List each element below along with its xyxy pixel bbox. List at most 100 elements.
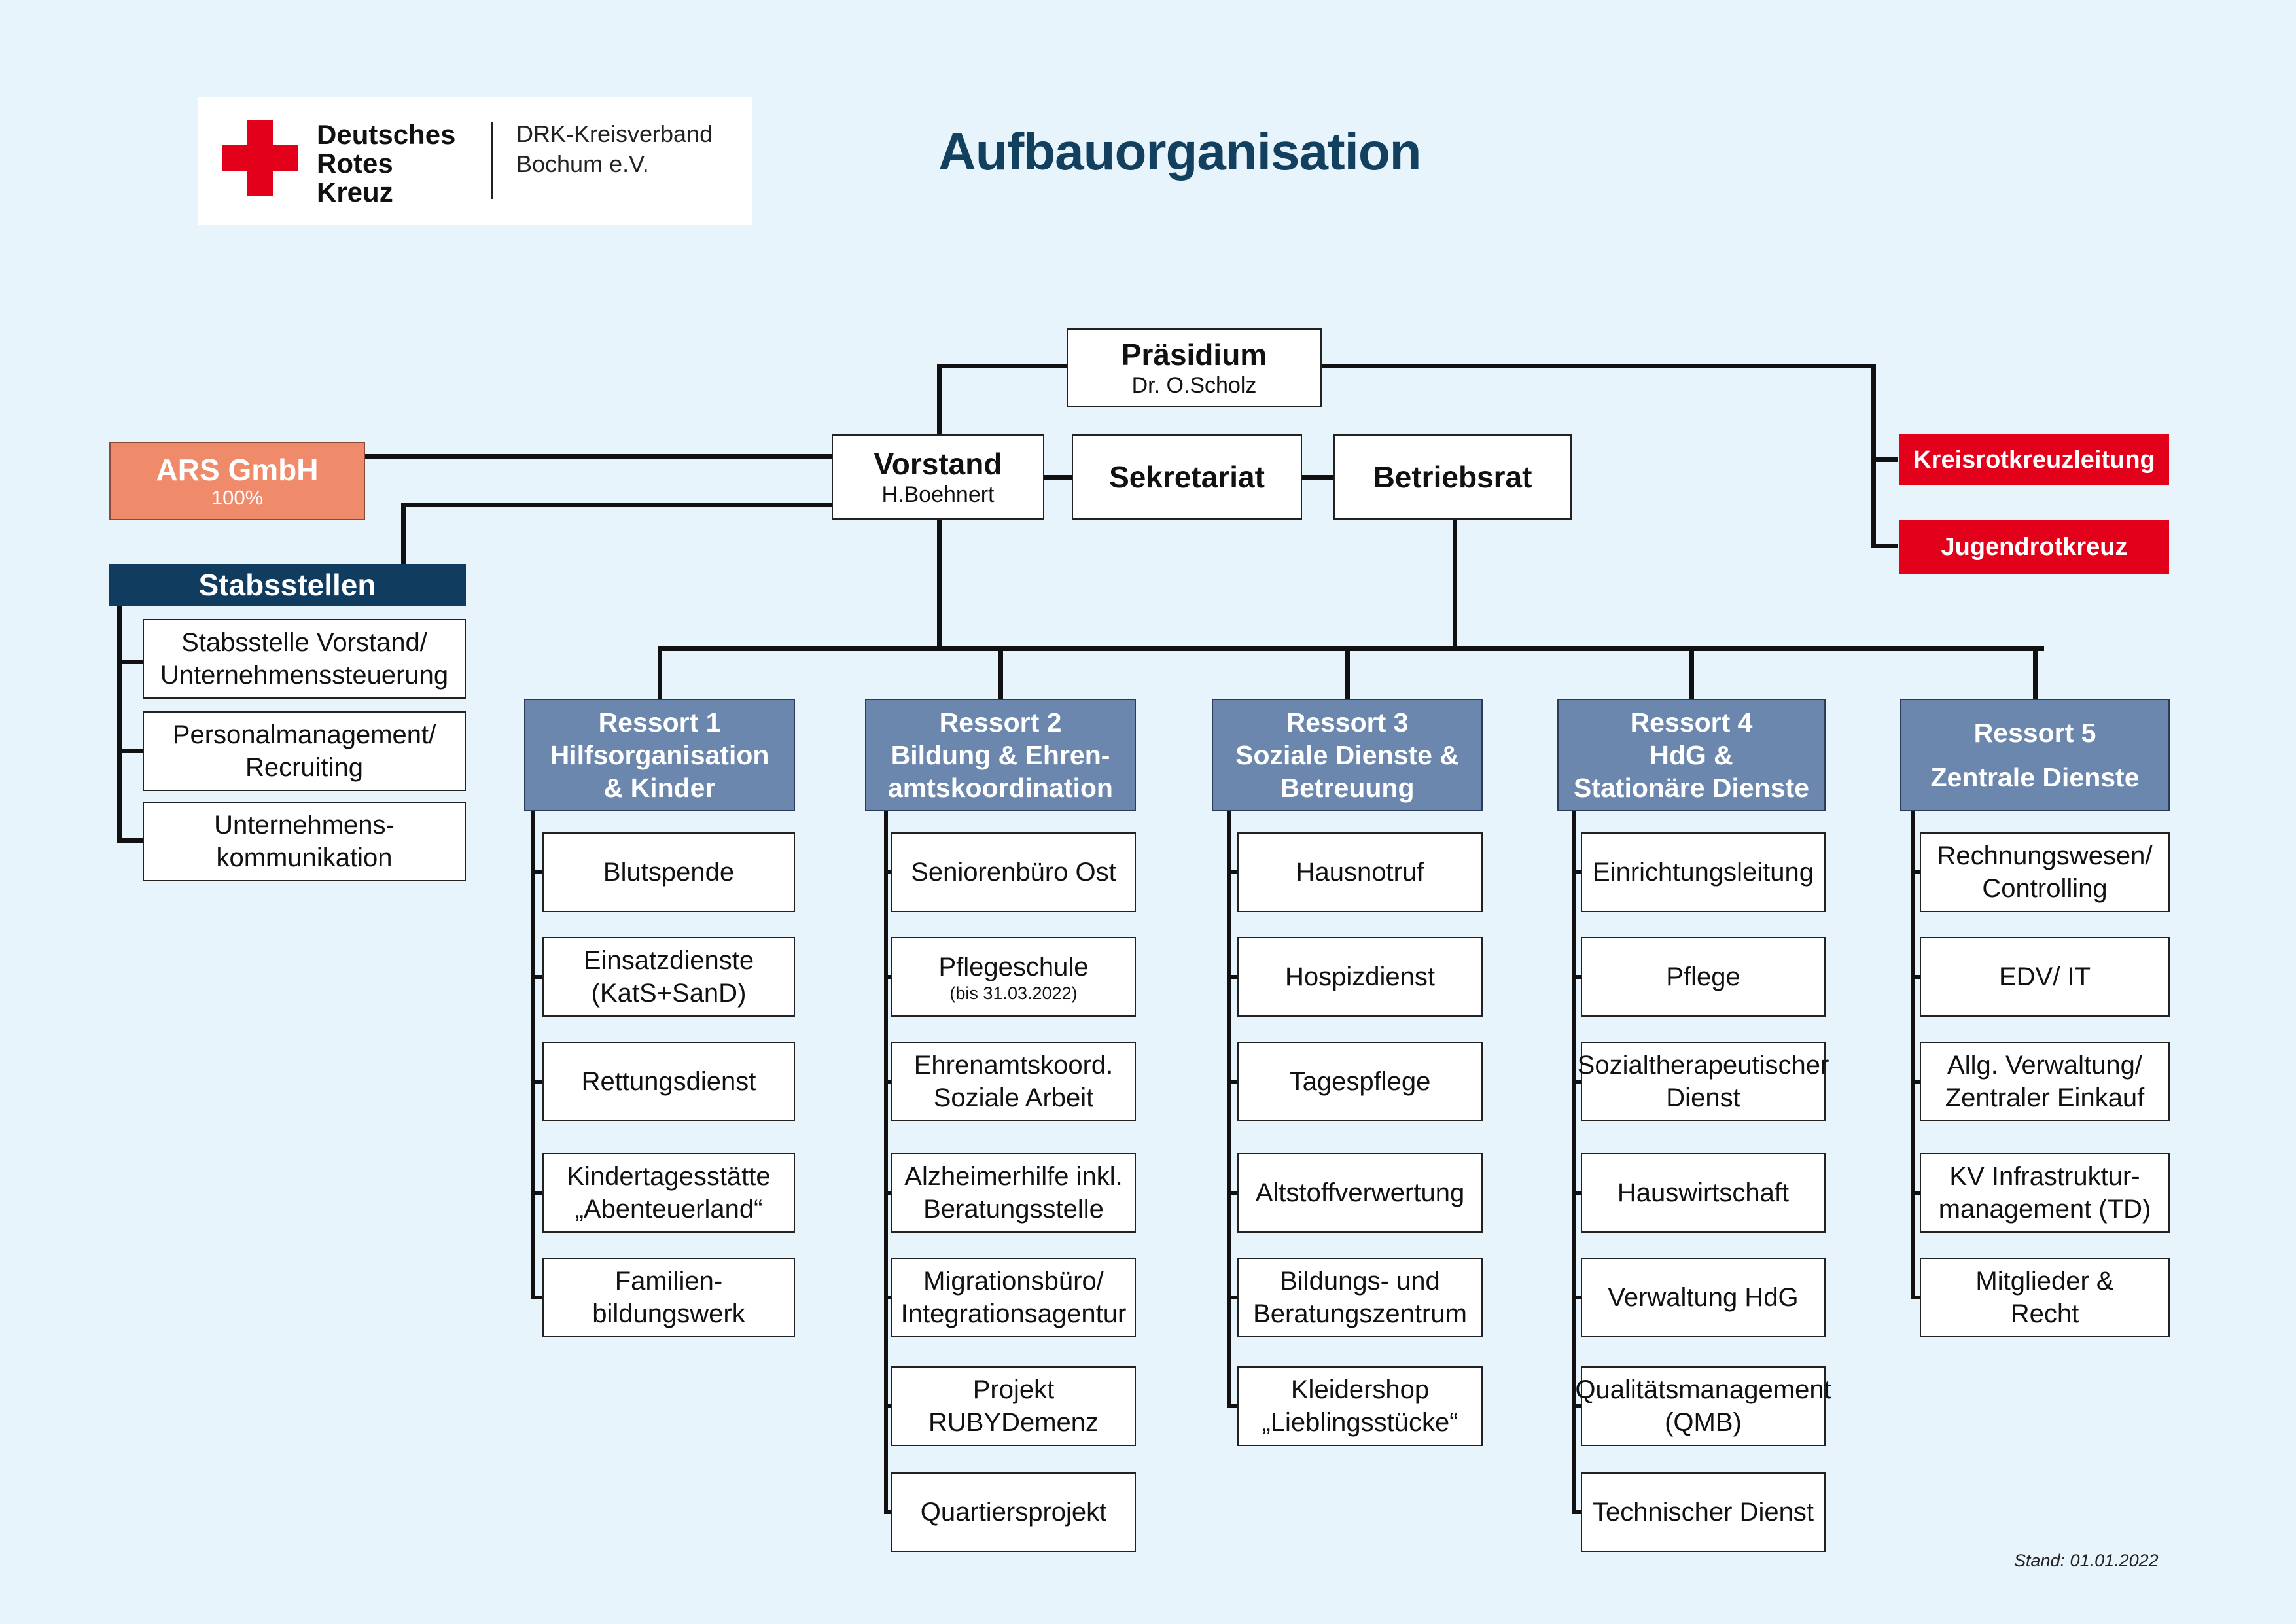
ressort-header-line: Ressort 1: [598, 707, 721, 737]
vorstand-name: H.Boehnert: [881, 482, 995, 507]
unit-box: Pflege: [1581, 937, 1826, 1017]
kreisrotkreuzleitung-label: Kreisrotkreuzleitung: [1913, 446, 2155, 474]
unit-label: Hospizdienst: [1284, 962, 1435, 991]
connector: [1871, 364, 1876, 548]
unit-box: Qualitätsmanagement(QMB): [1575, 1366, 1831, 1446]
connector: [1911, 975, 1920, 979]
ars-gmbh-box: ARS GmbH 100%: [109, 442, 365, 520]
connector: [363, 454, 834, 459]
connector: [884, 870, 891, 874]
connector: [1689, 648, 1694, 699]
unit-label: Familien-: [614, 1267, 723, 1296]
unit-label: Blutspende: [603, 858, 735, 887]
unit-box: Rettungsdienst: [542, 1042, 795, 1121]
connector: [884, 975, 891, 979]
praesidium-box: Präsidium Dr. O.Scholz: [1067, 328, 1322, 407]
connector: [1227, 975, 1237, 979]
unit-label: Mitglieder &: [1975, 1267, 2114, 1296]
connector: [1345, 648, 1350, 699]
unit-label: Rechnungswesen/: [1937, 841, 2153, 870]
stabsstelle-label-2: Recruiting: [245, 753, 364, 782]
connector: [1572, 975, 1581, 979]
unit-label-2: Beratungszentrum: [1253, 1299, 1467, 1328]
stabsstelle-label: Stabsstelle Vorstand/: [181, 628, 427, 657]
unit-box: Hausnotruf: [1237, 832, 1483, 912]
unit-label: Hausnotruf: [1296, 858, 1424, 887]
connector: [1572, 1191, 1581, 1195]
connector: [1911, 1191, 1920, 1195]
org-name: DRK-Kreisverband Bochum e.V.: [516, 120, 713, 177]
unit-label: Tagespflege: [1289, 1067, 1431, 1096]
unit-box: Familien-bildungswerk: [542, 1258, 795, 1337]
ressort-header-line: Zentrale Dienste: [1930, 762, 2140, 792]
unit-label: Pflege: [1666, 962, 1740, 991]
jugendrotkreuz-box: Jugendrotkreuz: [1899, 520, 2169, 574]
unit-label-2: bildungswerk: [592, 1299, 745, 1328]
ars-share: 100%: [211, 486, 264, 509]
unit-label: Pflegeschule: [938, 953, 1089, 981]
unit-box: Pflegeschule(bis 31.03.2022): [891, 937, 1136, 1017]
connector: [1227, 1191, 1237, 1195]
connector: [884, 811, 888, 1514]
stabsstelle-label: Personalmanagement/: [172, 720, 436, 749]
connector: [117, 749, 145, 753]
sekretariat-label: Sekretariat: [1109, 460, 1265, 494]
praesidium-name: Dr. O.Scholz: [1131, 373, 1257, 398]
connector: [1227, 1080, 1237, 1084]
unit-label: Einrichtungsleitung: [1593, 858, 1814, 887]
connector: [401, 503, 834, 507]
unit-box: Allg. Verwaltung/Zentraler Einkauf: [1920, 1042, 2170, 1121]
logo: Deutsches Rotes Kreuz DRK-Kreisverband B…: [198, 97, 752, 225]
ressort-header-line: Soziale Dienste &: [1235, 740, 1459, 770]
connector: [884, 1510, 891, 1514]
unit-label-2: Integrationsagentur: [900, 1299, 1127, 1328]
ressort-header-line: Stationäre Dienste: [1574, 773, 1809, 803]
ressort-header-line: Ressort 4: [1630, 707, 1753, 737]
connector: [884, 1080, 891, 1084]
red-cross-icon: [222, 120, 298, 196]
stand-date: Stand: 01.01.2022: [2014, 1551, 2159, 1570]
unit-box: KV Infrastruktur-management (TD): [1920, 1153, 2170, 1233]
connector: [1227, 811, 1231, 1408]
unit-label: Quartiersprojekt: [920, 1498, 1107, 1527]
connector: [531, 1191, 542, 1195]
unit-box: Rechnungswesen/Controlling: [1920, 832, 2170, 912]
unit-label: Kleidershop: [1290, 1375, 1430, 1404]
unit-label: Projekt: [972, 1375, 1055, 1404]
unit-label: Bildungs- und: [1280, 1267, 1440, 1296]
connector: [1871, 544, 1898, 548]
unit-box: Tagespflege: [1237, 1042, 1483, 1121]
connector: [531, 811, 535, 1299]
unit-box: Seniorenbüro Ost: [891, 832, 1136, 912]
unit-box: Ehrenamtskoord.Soziale Arbeit: [891, 1042, 1136, 1121]
unit-box: Technischer Dienst: [1581, 1472, 1826, 1552]
unit-label: Alzheimerhilfe inkl.: [904, 1162, 1123, 1191]
unit-label: KV Infrastruktur-: [1949, 1162, 2140, 1191]
kreisrotkreuzleitung-box: Kreisrotkreuzleitung: [1899, 434, 2169, 485]
unit-label-2: Controlling: [1982, 874, 2108, 903]
connector: [1227, 1296, 1237, 1299]
stabsstelle-box: Stabsstelle Vorstand/ Unternehmenssteuer…: [143, 619, 466, 699]
connector: [531, 1296, 542, 1299]
connector: [2033, 648, 2038, 699]
unit-label-2: Dienst: [1666, 1084, 1740, 1112]
connector: [937, 364, 1067, 368]
connector: [884, 1191, 891, 1195]
connector: [401, 503, 406, 565]
connector: [658, 648, 662, 699]
stabsstelle-label-2: kommunikation: [216, 843, 393, 872]
unit-label: Rettungsdienst: [581, 1067, 756, 1096]
ressort-header-line: Hilfsorganisation: [550, 740, 769, 770]
unit-box: Einsatzdienste(KatS+SanD): [542, 937, 795, 1017]
logo-divider: [491, 122, 493, 199]
unit-note: (bis 31.03.2022): [949, 983, 1078, 1003]
connector: [1911, 811, 1915, 1299]
unit-box: Quartiersprojekt: [891, 1472, 1136, 1552]
sekretariat-box: Sekretariat: [1072, 434, 1302, 520]
connector: [1911, 1296, 1920, 1299]
connector: [117, 838, 145, 843]
connector: [1572, 870, 1581, 874]
unit-box: Altstoffverwertung: [1237, 1153, 1483, 1233]
